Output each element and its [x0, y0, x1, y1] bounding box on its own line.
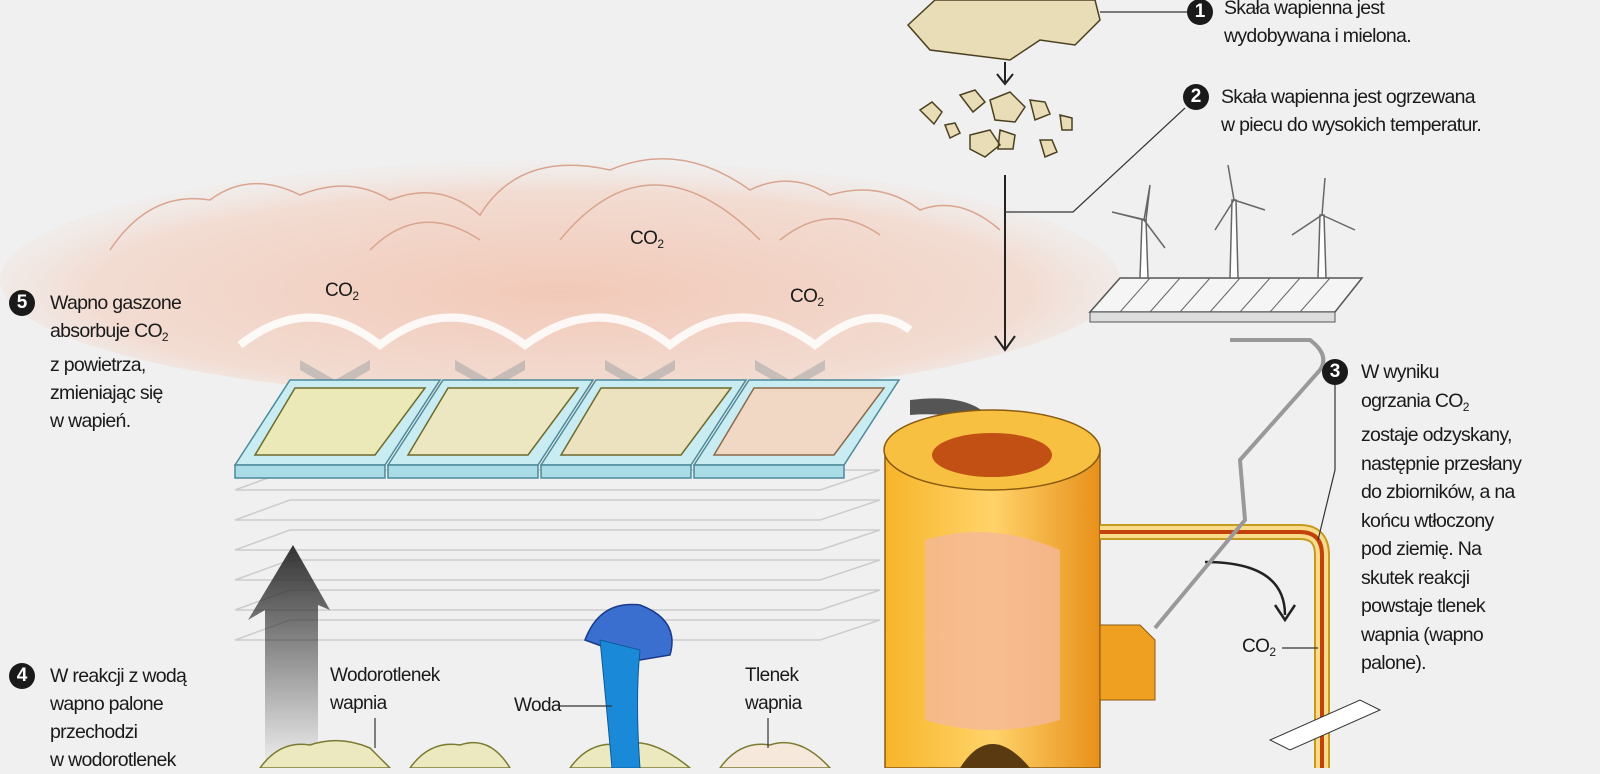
up-arrow [248, 545, 330, 768]
kiln [883, 409, 1156, 768]
step-2-text: Skała wapienna jest ogrzewana w piecu do… [1221, 83, 1482, 139]
step-3-text: W wyniku ogrzania CO2 zostaje odzyskany,… [1361, 358, 1522, 678]
subscript-2: 2 [817, 295, 824, 309]
step-3-line: wapnia (wapno [1361, 623, 1484, 646]
co2-label: CO2 [1242, 633, 1276, 666]
step-4-line: W reakcji z wodą [50, 665, 187, 687]
calcium-hydroxide-label: Wodorotlenek wapnia [330, 662, 440, 718]
co2-label: CO2 [790, 283, 824, 316]
step-1-badge: 1 [1187, 0, 1213, 25]
step-1-line: Skała wapienna jest [1224, 0, 1385, 19]
storage-plate [1268, 699, 1382, 751]
step-3-line: skutek reakcji [1361, 566, 1470, 589]
step-3-line: powstaje tlenek [1361, 595, 1486, 617]
subscript-2: 2 [657, 237, 664, 251]
label-line: wapnia [745, 693, 802, 714]
subscript-2: 2 [1462, 399, 1470, 414]
step-2-line: Skała wapienna jest ogrzewana [1221, 86, 1476, 108]
step-3-badge: 3 [1322, 359, 1348, 385]
step-1-text: Skała wapienna jest wydobywana i mielona… [1224, 0, 1412, 50]
label-line: wapnia [330, 693, 387, 714]
water-label: Woda [514, 695, 561, 716]
step-3-line: do zbiorników, a na [1361, 481, 1515, 503]
step-4-line: wapno palone [50, 693, 164, 715]
step-2-line: w piecu do wysokich temperatur. [1221, 114, 1482, 136]
subscript-2: 2 [1269, 645, 1276, 659]
co2-text: CO [325, 280, 353, 301]
label-line: Wodorotlenek [330, 665, 440, 686]
top-trays [233, 379, 901, 479]
step-3-line: W wyniku [1361, 361, 1440, 383]
step-5-badge: 5 [9, 290, 35, 316]
calcium-oxide-label: Tlenek wapnia [745, 662, 802, 718]
step-3-line: następnie przesłany [1361, 452, 1522, 475]
step-3-line: ogrzania CO [1361, 389, 1463, 412]
subscript-2: 2 [352, 289, 359, 303]
step-5-line: absorbuje CO [50, 320, 163, 342]
step-4-text: W reakcji z wodą wapno palone przechodzi… [50, 662, 187, 774]
wind-turbines [1111, 164, 1356, 279]
step-3-line: zostaje odzyskany, [1361, 424, 1512, 446]
step-5-line: Wapno gaszone [50, 292, 182, 314]
co2-text: CO [1242, 636, 1270, 657]
co2-text: CO [790, 286, 818, 307]
step-2-badge: 2 [1183, 84, 1209, 110]
co2-cloud [0, 158, 1120, 400]
step-4-line: przechodzi [50, 721, 138, 743]
step-5-line: zmieniając się [50, 382, 163, 404]
step-1-line: wydobywana i mielona. [1224, 25, 1412, 47]
step-5-text: Wapno gaszone absorbuje CO2 z powietrza,… [50, 289, 182, 435]
co2-label: CO2 [630, 225, 664, 258]
step-3-line: palone). [1361, 652, 1427, 674]
step-3-line: pod ziemię. Na [1361, 538, 1482, 560]
step-3-line-co2: ogrzania CO2 [1361, 387, 1521, 422]
step-4-line: w wodorotlenek [50, 749, 176, 771]
water-bucket [584, 603, 673, 768]
solar-panel [1088, 277, 1364, 323]
subscript-2: 2 [161, 330, 169, 344]
step-5-line: z powietrza, [50, 354, 146, 376]
label-line: Tlenek [745, 665, 799, 686]
step-5-line-co2: absorbuje CO2 [50, 317, 181, 351]
step-4-badge: 4 [9, 663, 35, 689]
co2-text: CO [630, 228, 658, 249]
bottom-trays [259, 739, 832, 768]
tray-stack [234, 469, 881, 641]
step-5-line: w wapień. [50, 410, 131, 432]
step-3-line: końcu wtłoczony [1361, 509, 1494, 532]
co2-label: CO2 [325, 277, 359, 310]
limestone-rocks [906, 0, 1101, 159]
